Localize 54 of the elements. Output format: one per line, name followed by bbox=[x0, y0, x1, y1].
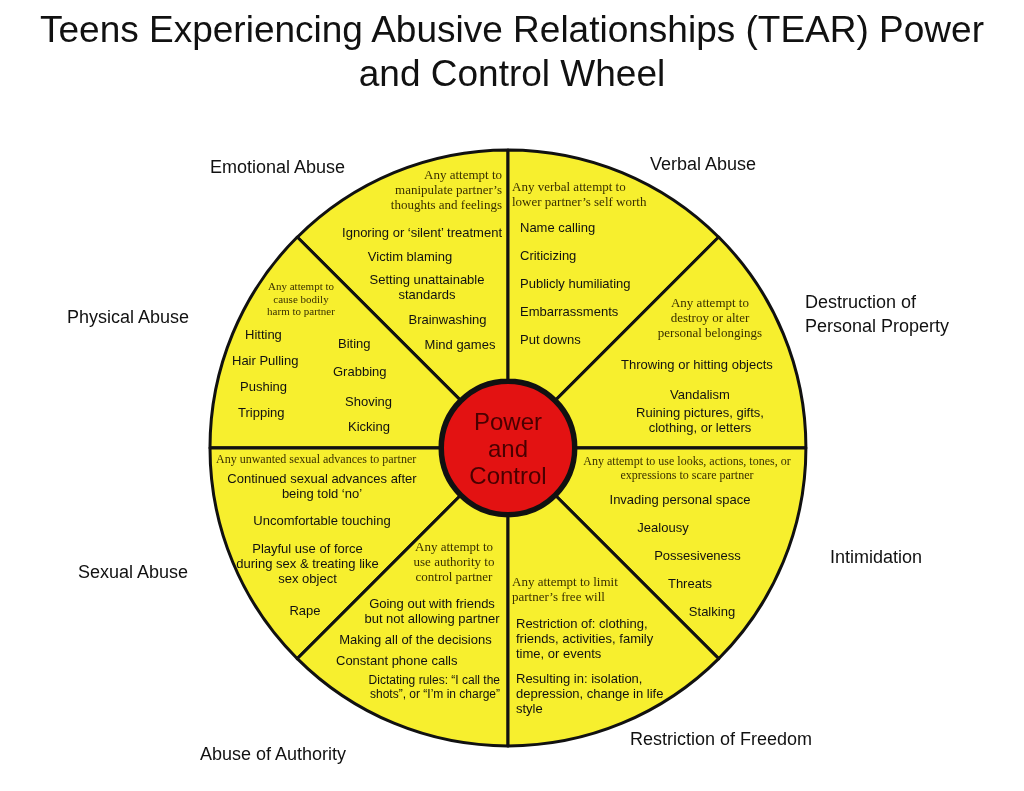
abuse-example: Jealousy bbox=[636, 521, 690, 536]
abuse-example: Shoving bbox=[345, 395, 393, 410]
abuse-example: Continued sexual advances after being told ‘no’ bbox=[226, 472, 418, 502]
abuse-example: Tripping bbox=[238, 406, 286, 421]
abuse-example: Setting unattainable standards bbox=[368, 273, 486, 303]
abuse-example: Invading personal space bbox=[608, 493, 752, 508]
abuse-example: Going out with friends but not allowing partner bbox=[363, 597, 501, 627]
category-description: Any verbal attempt to lower partner’s self worth bbox=[512, 180, 648, 210]
abuse-example: Kicking bbox=[348, 420, 391, 435]
abuse-example: Making all of the decisions bbox=[338, 633, 493, 648]
category-description: Any attempt to destroy or alter personal belongings bbox=[656, 296, 764, 341]
category-heading: Intimidation bbox=[830, 546, 924, 569]
category-description: Any attempt to limit partner’s free will bbox=[512, 575, 619, 605]
abuse-example: Dictating rules: “I call the shots”, or “I’m in charge” bbox=[367, 674, 500, 702]
abuse-example: Resulting in: isolation, depression, change in life style bbox=[516, 672, 665, 717]
abuse-example: Criticizing bbox=[520, 249, 578, 264]
abuse-example: Name calling bbox=[520, 221, 597, 236]
abuse-example: Biting bbox=[338, 337, 372, 352]
abuse-example: Victim blaming bbox=[366, 250, 454, 265]
wheel-center-title: Power and Control bbox=[468, 407, 548, 489]
abuse-example: Stalking bbox=[687, 605, 737, 620]
abuse-example: Publicly humiliating bbox=[520, 277, 632, 292]
category-heading: Sexual Abuse bbox=[78, 561, 190, 584]
category-heading: Emotional Abuse bbox=[210, 156, 347, 179]
abuse-example: Constant phone calls bbox=[336, 654, 459, 669]
category-heading: Abuse of Authority bbox=[200, 743, 348, 766]
category-heading: Restriction of Freedom bbox=[630, 728, 814, 751]
abuse-example: Put downs bbox=[520, 333, 582, 348]
abuse-example: Hitting bbox=[245, 328, 283, 343]
diagram-title: Teens Experiencing Abusive Relationships (TEAR) Power and Control Wheel bbox=[39, 8, 985, 96]
category-heading: Physical Abuse bbox=[67, 306, 191, 329]
abuse-example: Embarrassments bbox=[520, 305, 620, 320]
abuse-example: Threats bbox=[666, 577, 713, 592]
abuse-example: Possesiveness bbox=[653, 549, 742, 564]
category-description: Any attempt to cause bodily harm to partner bbox=[266, 280, 336, 318]
category-description: Any unwanted sexual advances to partner bbox=[216, 453, 418, 467]
abuse-example: Hair Pulling bbox=[232, 354, 300, 369]
abuse-example: Ruining pictures, gifts, clothing, or letters bbox=[635, 406, 765, 436]
abuse-example: Grabbing bbox=[333, 365, 388, 380]
abuse-example: Ignoring or ‘silent’ treatment bbox=[341, 226, 502, 241]
abuse-example: Playful use of force during sex & treating like sex object bbox=[235, 542, 380, 587]
category-heading: Destruction of Personal Property bbox=[805, 291, 951, 338]
category-description: Any attempt to manipulate partner’s thoughts and feelings bbox=[389, 168, 502, 213]
category-description: Any attempt to use looks, actions, tones, or expressions to scare partner bbox=[582, 455, 792, 483]
abuse-example: Pushing bbox=[240, 380, 288, 395]
abuse-example: Mind games bbox=[423, 338, 497, 353]
abuse-example: Vandalism bbox=[669, 388, 731, 403]
abuse-example: Rape bbox=[288, 604, 322, 619]
abuse-example: Restriction of: clothing, friends, activities, family time, or events bbox=[516, 617, 655, 662]
abuse-example: Brainwashing bbox=[407, 313, 488, 328]
abuse-example: Throwing or hitting objects bbox=[620, 358, 774, 373]
abuse-example: Uncomfortable touching bbox=[252, 514, 392, 529]
category-heading: Verbal Abuse bbox=[650, 153, 758, 176]
category-description: Any attempt to use authority to control partner bbox=[412, 540, 496, 585]
